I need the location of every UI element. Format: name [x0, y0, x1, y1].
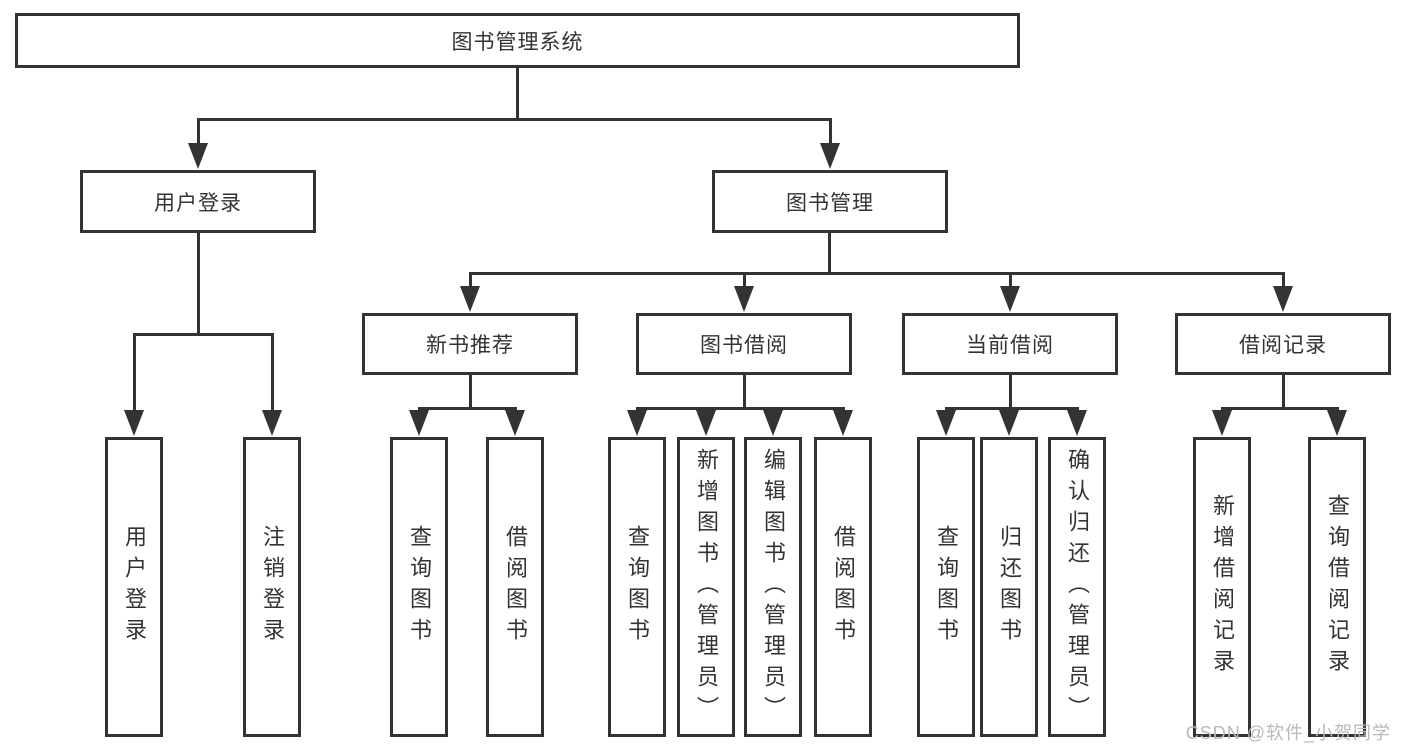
node-borrowing-records: 借阅记录	[1175, 313, 1391, 375]
connector-branch-line	[468, 271, 1285, 275]
node-leaf-user-login: 用户登录	[105, 437, 163, 737]
node-label: 新增借阅记录	[1210, 494, 1235, 680]
node-label: 新增图书（管理员）	[694, 447, 719, 727]
connector-branch-line	[1220, 406, 1339, 410]
connector-arrow-line	[270, 334, 274, 418]
down-arrowhead-icon	[409, 410, 429, 436]
node-label: 新书推荐	[426, 334, 514, 357]
down-arrowhead-icon	[1273, 286, 1293, 312]
node-book-borrowing: 图书借阅	[636, 313, 852, 375]
connector-stem	[1281, 375, 1285, 409]
node-leaf-borrow-books-1: 借阅图书	[486, 437, 544, 737]
node-label: 编辑图书（管理员）	[761, 447, 786, 727]
node-label: 用户登录	[154, 191, 242, 215]
node-label: 确认归还（管理员）	[1065, 447, 1090, 727]
node-leaf-confirm-return-admin: 确认归还（管理员）	[1048, 437, 1106, 737]
connector-stem	[468, 375, 472, 409]
connector-arrow-line	[1008, 273, 1012, 294]
connector-branch-line	[635, 406, 845, 410]
node-leaf-add-borrow-record: 新增借阅记录	[1193, 437, 1251, 737]
node-label: 借阅图书	[503, 525, 528, 649]
connector-arrow-line	[742, 273, 746, 294]
node-new-book-recommend: 新书推荐	[362, 313, 578, 375]
connector-stem	[828, 233, 831, 274]
down-arrowhead-icon	[262, 410, 282, 436]
node-label: 借阅图书	[831, 525, 856, 649]
node-leaf-edit-books-admin: 编辑图书（管理员）	[744, 437, 802, 737]
down-arrowhead-icon	[124, 410, 144, 436]
down-arrowhead-icon	[763, 410, 783, 436]
node-label: 当前借阅	[966, 334, 1054, 357]
connector-arrow-line	[828, 119, 832, 151]
node-label: 查询借阅记录	[1325, 494, 1350, 680]
node-label: 借阅记录	[1239, 334, 1327, 357]
down-arrowhead-icon	[936, 410, 956, 436]
connector-branch-line	[132, 332, 274, 336]
down-arrowhead-icon	[820, 143, 840, 169]
connector-branch-line	[1007, 406, 1079, 410]
node-label: 用户登录	[122, 525, 147, 649]
down-arrowhead-icon	[460, 286, 480, 312]
down-arrowhead-icon	[1067, 410, 1087, 436]
connector-stem	[742, 375, 746, 409]
down-arrowhead-icon	[505, 410, 525, 436]
connector-stem	[196, 233, 200, 335]
node-label: 注销登录	[260, 525, 285, 649]
node-book-management: 图书管理	[712, 170, 948, 233]
node-library-management-system: 图书管理系统	[15, 13, 1020, 68]
node-label: 归还图书	[997, 525, 1022, 649]
down-arrowhead-icon	[1327, 410, 1347, 436]
connector-stem	[516, 68, 519, 120]
node-label: 图书管理系统	[451, 30, 584, 54]
node-leaf-query-borrow-record: 查询借阅记录	[1308, 437, 1366, 737]
down-arrowhead-icon	[833, 410, 853, 436]
node-leaf-query-books-1: 查询图书	[390, 437, 448, 737]
node-leaf-add-books-admin: 新增图书（管理员）	[677, 437, 735, 737]
node-leaf-borrow-books-2: 借阅图书	[814, 437, 872, 737]
down-arrowhead-icon	[1212, 410, 1232, 436]
node-leaf-query-books-3: 查询图书	[917, 437, 975, 737]
down-arrowhead-icon	[734, 286, 754, 312]
down-arrowhead-icon	[696, 410, 716, 436]
node-label: 图书管理	[786, 191, 874, 215]
down-arrowhead-icon	[627, 410, 647, 436]
node-leaf-query-books-2: 查询图书	[608, 437, 666, 737]
node-leaf-logout: 注销登录	[243, 437, 301, 737]
connector-arrow-line	[468, 273, 472, 294]
connector-arrow-line	[1281, 273, 1285, 294]
down-arrowhead-icon	[999, 410, 1019, 436]
down-arrowhead-icon	[188, 143, 208, 169]
connector-arrow-line	[132, 334, 136, 418]
node-label: 查询图书	[934, 525, 959, 649]
down-arrowhead-icon	[1000, 286, 1020, 312]
connector-branch-line	[196, 117, 832, 121]
connector-branch-line	[417, 406, 517, 410]
csdn-watermark: CSDN @软件_小贺同学	[1185, 723, 1391, 743]
node-label: 查询图书	[625, 525, 650, 649]
node-user-login: 用户登录	[80, 170, 316, 233]
connector-branch-line	[944, 406, 1011, 410]
connector-stem	[1008, 375, 1012, 409]
node-leaf-return-books: 归还图书	[980, 437, 1038, 737]
connector-arrow-line	[196, 119, 200, 151]
node-label: 查询图书	[407, 525, 432, 649]
node-current-borrowing: 当前借阅	[902, 313, 1118, 375]
node-label: 图书借阅	[700, 334, 788, 357]
